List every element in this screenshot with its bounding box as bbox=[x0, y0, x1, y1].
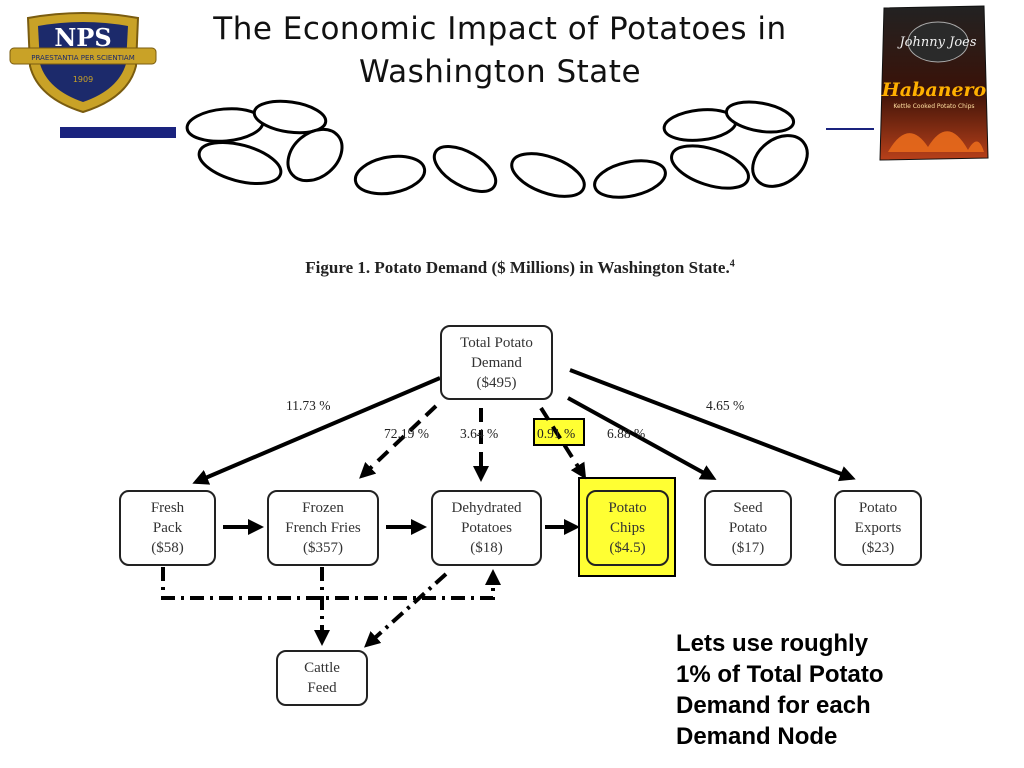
pct-dehydrated: 3.64 % bbox=[460, 426, 499, 441]
percent-highlight bbox=[533, 418, 585, 446]
node-label-2: Demand bbox=[471, 354, 522, 371]
node-label-1: Potato bbox=[858, 500, 898, 516]
node-potato-exports: Potato Exports ($23) bbox=[834, 490, 922, 566]
pct-fresh-pack: 11.73 % bbox=[286, 398, 331, 413]
node-label-2: Exports bbox=[854, 520, 902, 536]
node-label-1: Total Potato bbox=[460, 334, 533, 351]
node-label-2: Pack bbox=[152, 520, 183, 536]
pct-seed-potato: 6.88 % bbox=[607, 426, 646, 441]
bag-brand: Johnny Joes bbox=[896, 35, 976, 50]
node-cattle-feed: Cattle Feed bbox=[276, 650, 368, 706]
blue-bar bbox=[60, 127, 176, 138]
page-title: The Economic Impact of Potatoes in Washi… bbox=[200, 8, 800, 94]
node-label-1: Cattle bbox=[304, 660, 340, 676]
node-label-2: Chips bbox=[609, 520, 645, 536]
logo-year: 1909 bbox=[73, 75, 93, 84]
thin-line bbox=[826, 128, 874, 130]
node-value: ($18) bbox=[470, 540, 503, 556]
node-label-1: Frozen bbox=[302, 500, 344, 516]
node-label-2: Potato bbox=[728, 520, 768, 536]
note-line-4: Demand Node bbox=[676, 723, 838, 750]
node-label-1: Potato bbox=[608, 500, 647, 516]
pct-frozen-fries: 72.19 % bbox=[384, 426, 429, 441]
title-line-1: The Economic Impact of Potatoes in bbox=[213, 11, 787, 47]
bag-sub: Kettle Cooked Potato Chips bbox=[893, 103, 974, 110]
node-value: ($17) bbox=[731, 540, 765, 556]
node-label-1: Dehydrated bbox=[451, 500, 522, 516]
node-value: ($58) bbox=[151, 540, 184, 556]
logo-motto: PRAESTANTIA PER SCIENTIAM bbox=[31, 54, 135, 62]
caption-ref: 4 bbox=[729, 258, 735, 270]
potato-illustration bbox=[185, 99, 809, 199]
title-line-2: Washington State bbox=[358, 54, 642, 90]
node-value: ($495) bbox=[476, 374, 517, 391]
logo-text: NPS bbox=[54, 23, 111, 52]
figure-caption: Figure 1. Potato Demand ($ Millions) in … bbox=[180, 258, 860, 278]
node-frozen-fries: Frozen French Fries ($357) bbox=[267, 490, 379, 566]
node-total-demand: Total Potato Demand ($495) bbox=[440, 325, 553, 400]
node-label-1: Seed bbox=[733, 500, 763, 516]
caption-text: Figure 1. Potato Demand ($ Millions) in … bbox=[305, 258, 730, 277]
pct-exports: 4.65 % bbox=[706, 398, 745, 413]
node-label-2: Feed bbox=[307, 680, 337, 696]
node-potato-chips: Potato Chips ($4.5) bbox=[586, 490, 669, 566]
node-label-2: Potatoes bbox=[461, 520, 512, 536]
note-line-3: Demand for each bbox=[676, 692, 871, 719]
pct-potato-chips: 0.91 % bbox=[537, 426, 576, 441]
node-label-1: Fresh bbox=[150, 500, 185, 516]
node-fresh-pack: Fresh Pack ($58) bbox=[119, 490, 216, 566]
node-value: ($357) bbox=[303, 540, 343, 556]
node-seed-potato: Seed Potato ($17) bbox=[704, 490, 792, 566]
node-value: ($23) bbox=[861, 540, 895, 556]
node-dehydrated: Dehydrated Potatoes ($18) bbox=[431, 490, 542, 566]
node-label-2: French Fries bbox=[285, 520, 361, 536]
note-line-2: 1% of Total Potato bbox=[676, 661, 884, 688]
note-text: Lets use roughly 1% of Total Potato Dema… bbox=[676, 628, 1016, 752]
bag-flavor: Habanero bbox=[881, 79, 987, 101]
chips-bag-image: Johnny Joes Habanero Kettle Cooked Potat… bbox=[879, 5, 989, 161]
node-value: ($4.5) bbox=[609, 540, 646, 556]
nps-logo: NPS PRAESTANTIA PER SCIENTIAM 1909 bbox=[9, 12, 157, 114]
note-line-1: Lets use roughly bbox=[676, 630, 869, 657]
